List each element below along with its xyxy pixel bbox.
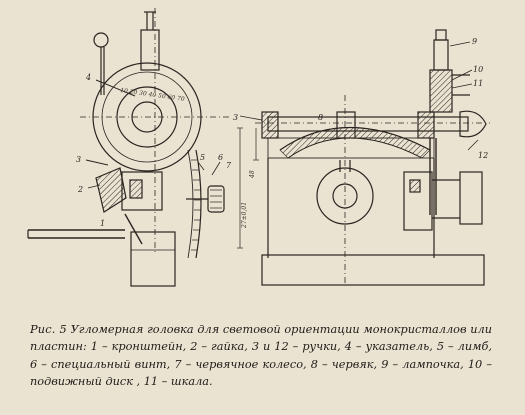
dimension-27: 27±0,01: [241, 202, 248, 229]
label-8: 8: [318, 113, 323, 122]
label-11: 11: [473, 79, 483, 88]
top-stem: [140, 29, 160, 71]
figure-caption: Рис. 5 Угломерная головка для световой о…: [30, 321, 492, 391]
label-2: 2: [77, 185, 83, 194]
top-knob: [93, 32, 109, 48]
label-1: 1: [100, 219, 105, 228]
caption-prefix: Рис. 5: [30, 323, 67, 336]
left-view: [27, 8, 230, 287]
worm-circle: [316, 167, 374, 225]
drawing-svg: 4 3 2 1 5 6 7 10 20 30 40 50 60 70: [27, 8, 490, 287]
technical-drawing: 4 3 2 1 5 6 7 10 20 30 40 50 60 70: [27, 8, 490, 287]
lamp-base: [429, 69, 453, 113]
right-plate: [459, 171, 483, 225]
base-body: [261, 254, 485, 286]
caption-text: Угломерная головка для световой ориентац…: [30, 323, 492, 389]
label-6: 6: [218, 153, 223, 162]
label-9: 9: [472, 37, 477, 46]
lamp-housing: [433, 39, 449, 71]
dimension-48: 48: [249, 170, 256, 179]
label-10: 10: [473, 65, 483, 74]
outer-disc: [92, 62, 202, 172]
label-12: 12: [478, 151, 488, 160]
label-3-right: 3: [233, 113, 238, 122]
label-3-left: 3: [76, 155, 81, 164]
right-view: [237, 29, 490, 286]
left-hub: [261, 111, 279, 139]
limb-scale-text: 10 20 30 40 50 60 70: [120, 87, 185, 103]
hub-ring: [116, 86, 178, 148]
lower-column: [130, 231, 176, 287]
label-5: 5: [200, 153, 205, 162]
center-hole: [131, 101, 163, 133]
knob-12: [459, 110, 487, 138]
limb-arc: [195, 149, 202, 259]
bracket-hatched: [95, 167, 127, 213]
right-block: [403, 171, 433, 231]
label-4: 4: [85, 73, 91, 82]
label-7: 7: [226, 161, 232, 170]
bracket-block: [121, 171, 163, 211]
right-hub: [417, 111, 435, 139]
